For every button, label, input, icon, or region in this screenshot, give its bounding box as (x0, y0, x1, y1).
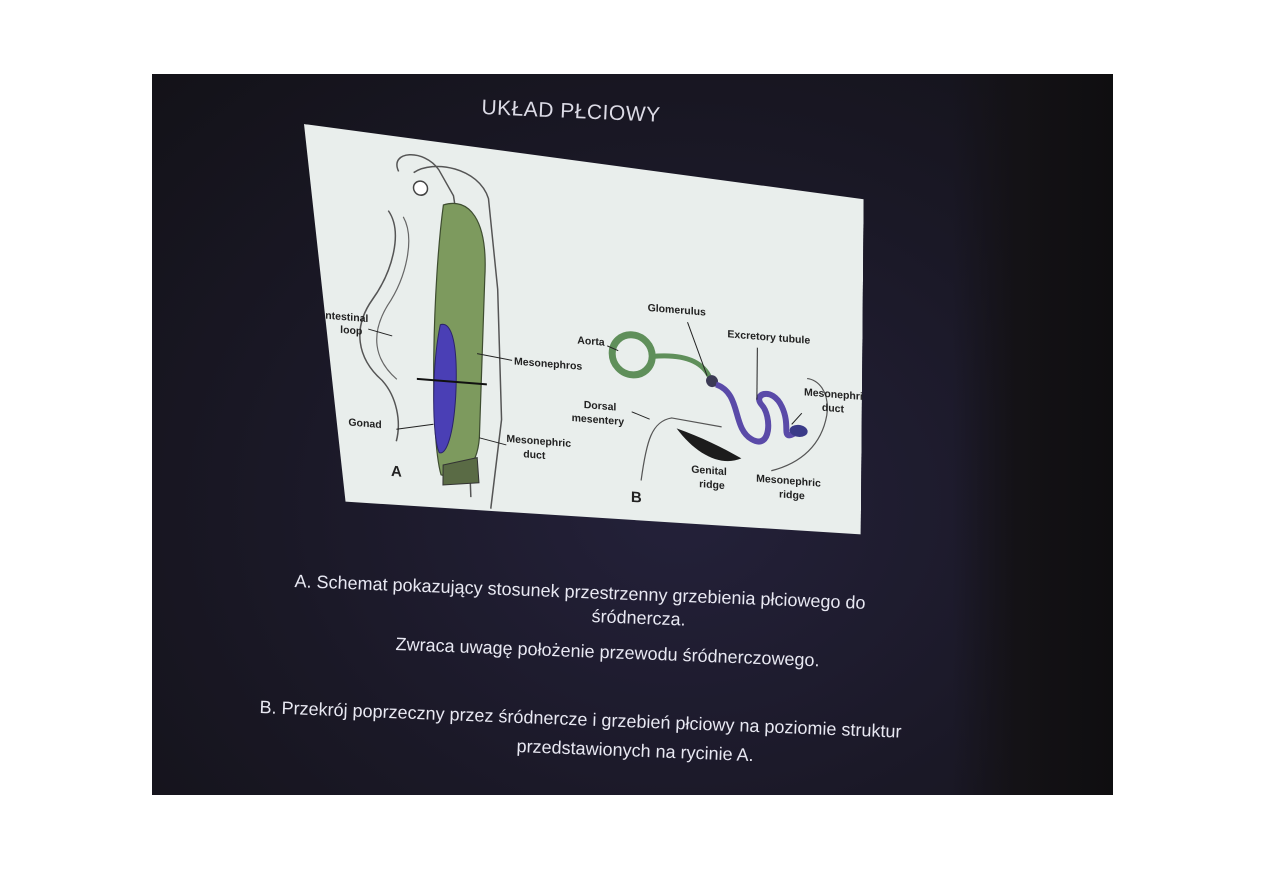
label-glomerulus: Glomerulus (648, 302, 707, 319)
caption-a-line-2: śródnercza. (591, 606, 686, 630)
label-mesonephros: Mesonephros (514, 356, 582, 373)
panel-a-drawing (358, 151, 513, 510)
panel-b-drawing (606, 316, 828, 495)
gonad-shape (433, 324, 457, 454)
caption-a-line-3: Zwraca uwagę położenie przewodu śródnerc… (395, 634, 820, 671)
label-mesonephric-duct-a-2: duct (523, 448, 546, 462)
label-mesonephric-ridge-2: ridge (779, 488, 805, 502)
label-mesonephric-duct-b-2: duct (822, 402, 845, 416)
figure-drawing: Intestinal loop Mesonephros Gonad Mesone… (301, 124, 864, 558)
label-dorsal: Dorsal (584, 399, 617, 414)
caption-a-line-1: A. Schemat pokazujący stosunek przestrze… (294, 571, 866, 613)
slide-title: UKŁAD PŁCIOWY (480, 96, 662, 127)
label-mesonephric-duct-a-1: Mesonephric (506, 433, 571, 450)
panel-label-a: A (391, 463, 402, 481)
caption-b-line-2: przedstawionych na rycinie A. (516, 736, 754, 766)
label-excretory-tubule: Excretory tubule (727, 328, 810, 346)
panel-label-b: B (631, 489, 642, 507)
caption-b-line-1: B. Przekrój poprzeczny przez śródnercze … (259, 697, 902, 742)
photo-of-projected-slide: UKŁAD PŁCIOWY (152, 74, 1113, 795)
label-mesonephric-duct-b-1: Mesonephric (804, 386, 864, 403)
label-genital-ridge: ridge (699, 478, 725, 492)
label-gonad: Gonad (348, 417, 381, 432)
label-genital: Genital (691, 463, 727, 478)
label-aorta: Aorta (577, 335, 605, 349)
genital-ridge-shape (676, 428, 741, 462)
screen-edge-shadow (952, 74, 1113, 795)
label-loop: loop (340, 324, 362, 338)
embryology-figure: Intestinal loop Mesonephros Gonad Mesone… (301, 124, 864, 558)
label-mesentery: mesentery (572, 412, 625, 428)
label-intestinal: Intestinal (322, 309, 368, 325)
label-mesonephric-ridge-1: Mesonephric (756, 473, 821, 490)
